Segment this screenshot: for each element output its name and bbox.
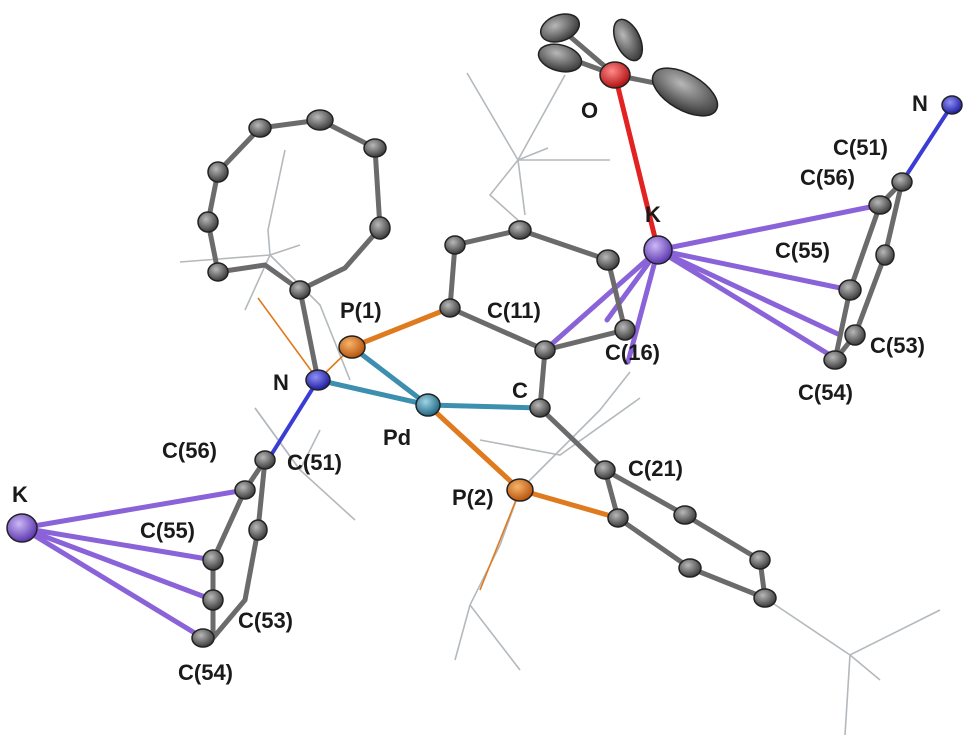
atom-labels: O N C(51) C(56) K C(55) C(53) C(54) P(1)…	[12, 91, 928, 685]
label-c55-top: C(55)	[775, 238, 830, 263]
thermal-ellipsoid-icon	[254, 450, 276, 470]
thermal-ellipsoid-icon	[868, 195, 892, 215]
thermal-ellipsoid-icon	[202, 549, 224, 571]
thermal-ellipsoid-icon	[202, 589, 224, 611]
thermal-ellipsoid-icon	[678, 558, 702, 578]
thermal-ellipsoid-icon	[891, 172, 913, 192]
label-c53-left: C(53)	[238, 608, 293, 633]
thermal-ellipsoid-icon	[338, 335, 366, 359]
label-c55-left: C(55)	[140, 518, 195, 543]
thermal-ellipsoid-icon	[612, 18, 644, 62]
thermal-ellipsoid-icon	[537, 43, 583, 73]
thermal-ellipsoid-icon	[506, 478, 534, 502]
thermal-ellipsoid-icon	[234, 480, 256, 500]
label-c21: C(21)	[628, 456, 683, 481]
thermal-ellipsoid-icon	[673, 505, 697, 525]
thermal-ellipsoid-icon	[539, 13, 581, 43]
thermal-ellipsoid-icon	[875, 244, 895, 266]
thermal-ellipsoid-icon	[248, 519, 268, 541]
thermal-ellipsoid-icon	[439, 298, 461, 318]
thermal-ellipsoid-icon	[6, 513, 38, 543]
thermal-ellipsoid-icon	[508, 220, 532, 240]
thermal-ellipsoid-icon	[844, 324, 866, 346]
carbon-atoms	[191, 13, 913, 648]
label-o: O	[581, 98, 598, 123]
thermal-ellipsoid-icon	[614, 319, 636, 341]
thermal-ellipsoid-icon	[197, 211, 219, 233]
thermal-ellipsoid-icon	[248, 118, 272, 138]
label-n-mid: N	[273, 370, 289, 395]
thermal-ellipsoid-icon	[363, 138, 387, 158]
label-c56-left: C(56)	[162, 438, 217, 463]
label-c56-top: C(56)	[800, 165, 855, 190]
thermal-ellipsoid-icon	[207, 161, 229, 183]
label-c51-top: C(51)	[833, 135, 888, 160]
thermal-ellipsoid-icon	[599, 61, 631, 89]
thermal-ellipsoid-icon	[306, 109, 334, 131]
thermal-ellipsoid-icon	[823, 350, 847, 370]
label-c11: C(11)	[487, 298, 541, 323]
potassium-contacts	[19, 202, 883, 641]
thermal-ellipsoid-icon	[596, 249, 620, 271]
thermal-ellipsoid-icon	[289, 280, 311, 300]
thermal-ellipsoid-icon	[607, 508, 629, 528]
heteroatoms	[6, 61, 963, 543]
label-c53-top: C(53)	[870, 333, 925, 358]
label-c54-left: C(54)	[178, 660, 233, 685]
label-c16: C(16)	[605, 340, 660, 365]
thermal-ellipsoid-icon	[529, 398, 551, 418]
thermal-ellipsoid-icon	[753, 588, 777, 608]
thermal-ellipsoid-icon	[651, 67, 719, 117]
label-p1: P(1)	[340, 298, 382, 323]
thermal-ellipsoid-icon	[415, 393, 441, 417]
thermal-ellipsoid-icon	[534, 340, 556, 360]
thermal-ellipsoid-icon	[941, 95, 963, 115]
label-pd: Pd	[383, 425, 411, 450]
thermal-ellipsoid-icon	[369, 216, 391, 240]
label-c: C	[512, 378, 528, 403]
wireframe-substituents	[179, 72, 941, 736]
thermal-ellipsoid-icon	[838, 279, 862, 301]
thermal-ellipsoid-icon	[749, 550, 771, 570]
label-k-left: K	[12, 482, 28, 507]
label-p2: P(2)	[452, 485, 494, 510]
thermal-ellipsoid-icon	[207, 262, 229, 282]
label-k-top: K	[645, 202, 661, 227]
label-n-top: N	[912, 91, 928, 116]
thermal-ellipsoid-icon	[444, 235, 466, 255]
thermal-ellipsoid-icon	[643, 235, 673, 265]
thermal-ellipsoid-icon	[594, 460, 616, 480]
label-c51-left: C(51)	[287, 450, 342, 475]
thermal-ellipsoid-icon	[191, 628, 215, 648]
thermal-ellipsoid-icon	[305, 369, 331, 391]
label-c54-top: C(54)	[798, 380, 853, 405]
